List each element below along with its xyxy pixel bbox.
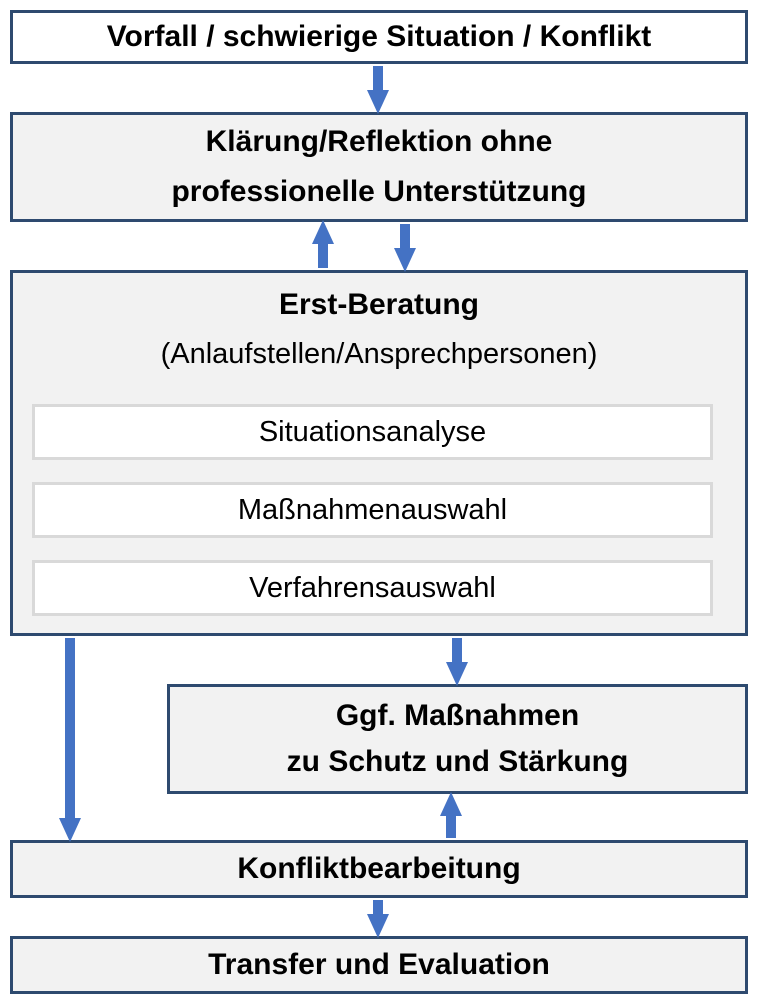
measures-box: Ggf. Maßnahmen zu Schutz und Stärkung [167, 684, 748, 794]
clarification-line-1: Klärung/Reflektion ohne [205, 125, 553, 158]
incident-label: Vorfall / schwierige Situation / Konflik… [106, 20, 652, 53]
step-situation-analysis: Situationsanalyse [32, 404, 713, 460]
conflict-resolution-box: Konfliktbearbeitung [10, 840, 748, 898]
clarification-line-2: professionelle Unterstützung [171, 175, 587, 208]
step-measure-selection: Maßnahmenauswahl [32, 482, 713, 538]
clarification-box: Klärung/Reflektion ohne professionelle U… [10, 112, 748, 222]
measures-line-2: zu Schutz und Stärkung [286, 745, 629, 778]
first-consultation-subtitle: (Anlaufstellen/Ansprechpersonen) [160, 338, 598, 370]
conflict-resolution-label: Konfliktbearbeitung [237, 852, 521, 885]
first-consultation-title: Erst-Beratung [278, 288, 480, 321]
incident-box: Vorfall / schwierige Situation / Konflik… [10, 10, 748, 64]
step-procedure-selection: Verfahrensauswahl [32, 560, 713, 616]
transfer-label: Transfer und Evaluation [208, 948, 550, 981]
measures-line-1: Ggf. Maßnahmen [335, 699, 580, 732]
transfer-box: Transfer und Evaluation [10, 936, 748, 994]
